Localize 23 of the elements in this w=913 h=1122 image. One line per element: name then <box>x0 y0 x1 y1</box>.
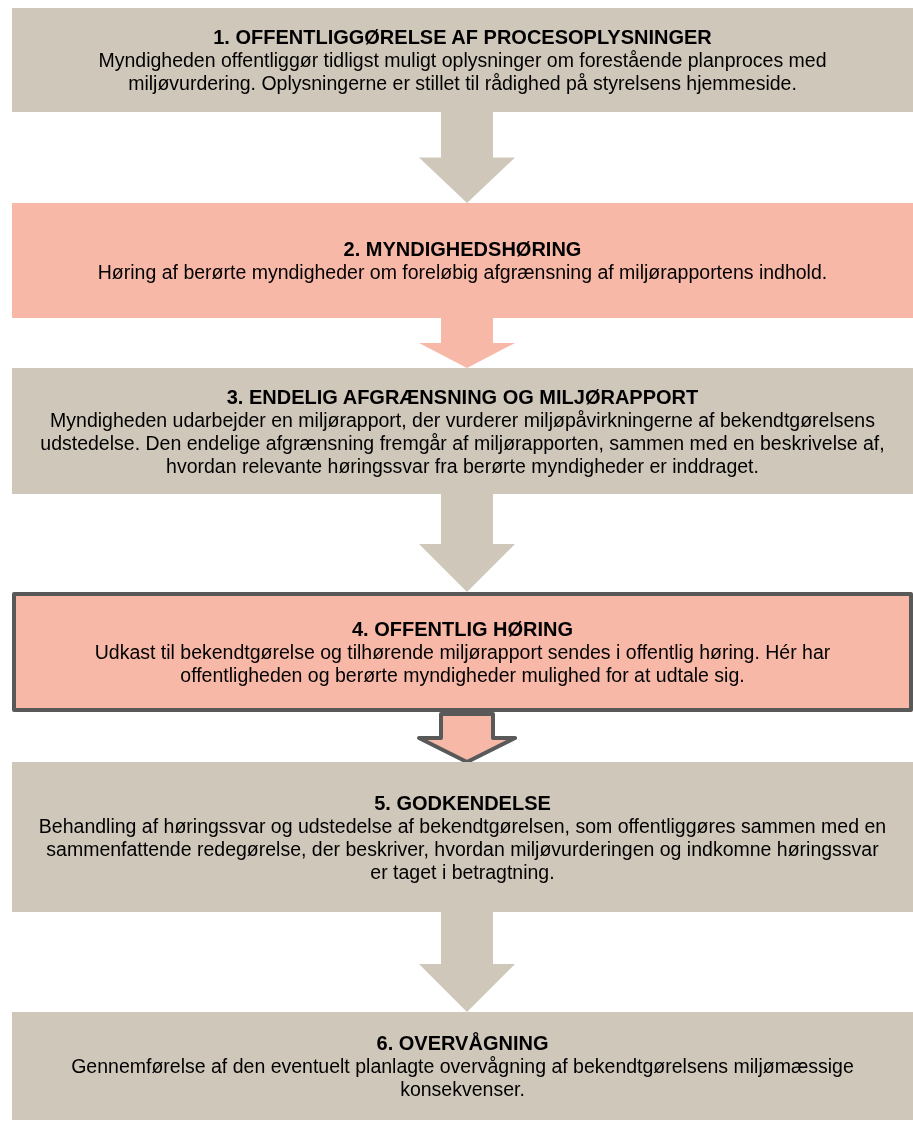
step-description: Myndigheden udarbejder en miljørapport, der vurderer miljøpåvirkningerne af bekendtgørelsens udstedelse. Den endelige afgrænsning fremgår af miljørapporten, sammen med en beskrivelse af, hvordan relevante høringssvar fra berørte myndigheder er inddraget. <box>39 408 886 478</box>
step-heading: 2. MYNDIGHEDSHØRING <box>343 237 582 261</box>
arrow <box>419 318 515 368</box>
arrow <box>417 712 517 764</box>
step-box <box>12 203 913 318</box>
step-heading: 4. OFFENTLIG HØRING <box>351 617 574 641</box>
arrow <box>419 494 515 592</box>
step-box <box>12 368 913 494</box>
step-description: Myndigheden offentliggør tidligst muligt oplysninger om forestående planproces med miljøvurdering. Oplysningerne er stillet til rådighed på styrelsens hjemmeside. <box>97 49 828 95</box>
step-description: Behandling af høringssvar og udstedelse af bekendtgørelsen, som offentliggøres sammen med en sammenfattende redegørelse, der beskriver, hvordan miljøvurderingen og indkomne høringssvar er taget i betragtning. <box>37 814 888 884</box>
step-heading: 5. GODKENDELSE <box>374 790 551 815</box>
step-description: Høring af berørte myndigheder om foreløbig afgrænsning af miljørapportens indhold. <box>97 261 828 284</box>
step-description: Gennemførelse af den eventuelt planlagte overvågning af bekendtgørelsens miljømæssige konsekvenser. <box>70 1055 855 1101</box>
step-box <box>12 8 913 112</box>
step-box <box>12 592 913 712</box>
arrow <box>419 112 515 203</box>
step-heading: 3. ENDELIG AFGRÆNSNING OG MILJØRAPPORT <box>226 384 699 409</box>
arrow <box>419 912 515 1012</box>
step-heading: 6. OVERVÅGNING <box>376 1031 549 1055</box>
step-heading: 1. OFFENTLIGGØRELSE AF PROCESOPLYSNINGER <box>213 25 712 49</box>
step-box <box>12 1012 913 1120</box>
step-box <box>12 762 913 912</box>
step-description: Udkast til bekendtgørelse og tilhørende miljørapport sendes i offentlig høring. Hér har offentligheden og berørte myndigheder mulighed for at udtale sig. <box>93 641 832 687</box>
